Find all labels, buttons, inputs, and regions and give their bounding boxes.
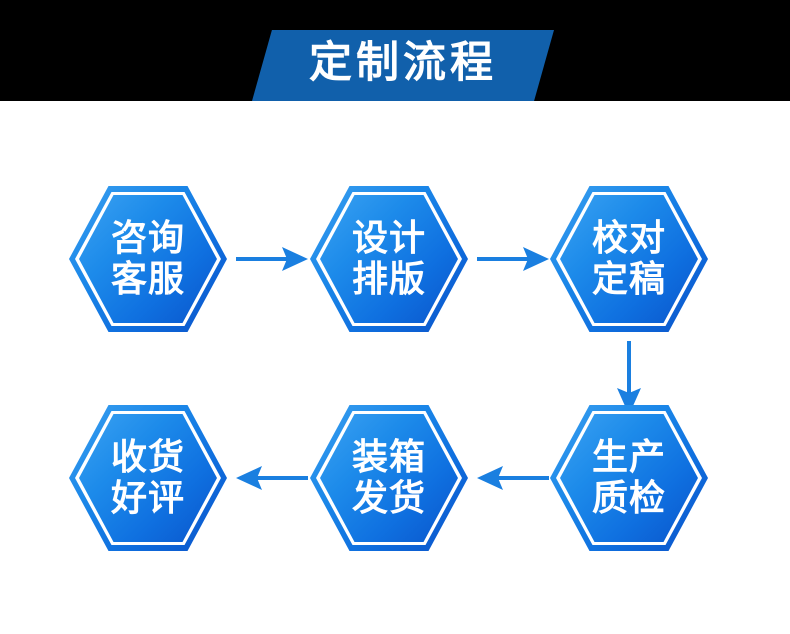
header-banner: 定制流程 [252,30,554,101]
flow-step-6-label: 收货 好评 [69,405,227,551]
flow-step-6-line1: 收货 [110,436,185,478]
flow-step-4-label: 生产 质检 [550,405,708,551]
header-strip: 定制流程 [0,0,790,101]
flow-diagram: 咨询 客服 设计 排版 [0,101,790,634]
flow-step-3[interactable]: 校对 定稿 [550,186,708,332]
flow-step-4-line1: 生产 [591,436,666,478]
flow-step-1-label: 咨询 客服 [69,186,227,332]
connector-arrow-right-2 [475,244,551,274]
flow-step-2-line1: 设计 [351,217,426,259]
flow-step-3-label: 校对 定稿 [550,186,708,332]
flow-step-4-line2: 质检 [591,477,666,518]
flow-step-5-label: 装箱 发货 [310,405,468,551]
flow-step-5-line2: 发货 [351,477,426,518]
flow-step-2[interactable]: 设计 排版 [310,186,468,332]
flow-step-1-line2: 客服 [110,258,185,299]
flow-step-5-line1: 装箱 [351,436,426,478]
flow-step-3-line2: 定稿 [591,258,666,299]
connector-arrow-right-1 [234,244,310,274]
flow-step-1-line1: 咨询 [110,217,185,259]
flow-step-6[interactable]: 收货 好评 [69,405,227,551]
flow-step-4[interactable]: 生产 质检 [550,405,708,551]
flow-step-3-line1: 校对 [591,217,666,259]
connector-arrow-left-2 [234,463,310,493]
connector-arrow-down [614,339,644,417]
page-title: 定制流程 [309,39,497,87]
flow-step-1[interactable]: 咨询 客服 [69,186,227,332]
flow-step-2-label: 设计 排版 [310,186,468,332]
flow-step-5[interactable]: 装箱 发货 [310,405,468,551]
connector-arrow-left-1 [475,463,551,493]
flow-step-2-line2: 排版 [351,258,426,299]
flow-step-6-line2: 好评 [110,477,185,518]
